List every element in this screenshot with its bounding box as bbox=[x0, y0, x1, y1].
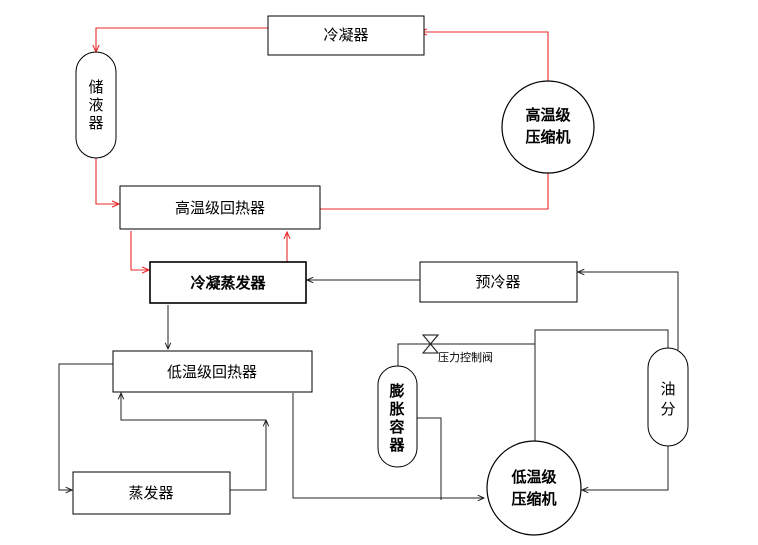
pressure-control-valve-label: 压力控制阀 bbox=[438, 350, 493, 364]
high-temp-compressor: 高温级 压缩机 bbox=[501, 80, 595, 174]
condensing-evaporator: 冷凝蒸发器 bbox=[149, 261, 307, 304]
receiver: 储 液 器 bbox=[75, 51, 117, 159]
receiver-label-line3: 器 bbox=[88, 114, 103, 132]
pipe-receiver-to-ht-regenerator bbox=[95, 158, 119, 204]
oil-separator: 油 分 bbox=[647, 347, 689, 447]
receiver-label-line2: 液 bbox=[88, 96, 103, 114]
pipe-lt-regenerator-return bbox=[121, 393, 266, 421]
condensing-evaporator-label: 冷凝蒸发器 bbox=[190, 274, 266, 292]
low-temp-compressor: 低温级 压缩机 bbox=[486, 440, 582, 536]
pipe-ht-regenerator-to-cond-evaporator bbox=[130, 231, 149, 270]
expansion-vessel-label-line2: 胀 bbox=[389, 400, 404, 418]
evaporator: 蒸发器 bbox=[72, 471, 231, 515]
pipe-lt-regenerator-to-compressor bbox=[292, 393, 484, 498]
pipe-compressor-discharge bbox=[534, 329, 669, 445]
expansion-vessel-label-line3: 容 bbox=[388, 418, 404, 436]
condenser: 冷凝器 bbox=[267, 15, 425, 56]
expansion-vessel-label-line4: 器 bbox=[388, 436, 405, 454]
condenser-label: 冷凝器 bbox=[323, 26, 368, 44]
low-temp-regenerator: 低温级回热器 bbox=[112, 350, 313, 393]
low-temp-regenerator-label: 低温级回热器 bbox=[167, 363, 257, 381]
low-temp-compressor-label-line1: 低温级 bbox=[510, 468, 557, 486]
pipe-expansion-vessel-connection bbox=[417, 417, 442, 500]
pipe-condenser-to-receiver bbox=[96, 27, 268, 52]
high-temp-regenerator: 高温级回热器 bbox=[119, 185, 321, 230]
high-temp-circuit-lines bbox=[95, 27, 549, 270]
pipe-lt-regenerator-to-evaporator bbox=[58, 363, 113, 490]
oil-separator-label-line1: 油 bbox=[660, 380, 675, 398]
high-temp-regenerator-label: 高温级回热器 bbox=[175, 199, 265, 217]
pressure-control-valve-icon bbox=[421, 334, 440, 354]
pipe-compressor-to-condenser bbox=[420, 32, 549, 90]
receiver-label-line1: 储 bbox=[88, 78, 103, 96]
oil-separator-label-line2: 分 bbox=[660, 400, 675, 418]
expansion-vessel-label-line1: 膨 bbox=[389, 382, 404, 400]
precooler: 预冷器 bbox=[419, 261, 578, 303]
pipe-pressure-valve-line bbox=[397, 343, 535, 368]
pipe-oil-separator-to-precooler bbox=[578, 272, 679, 350]
expansion-vessel: 膨 胀 容 器 bbox=[377, 365, 418, 468]
low-temp-compressor-label-line2: 压缩机 bbox=[511, 490, 556, 508]
high-temp-compressor-label-line2: 压缩机 bbox=[525, 128, 570, 146]
pipe-evaporator-to-lt-regenerator bbox=[230, 420, 266, 491]
pipe-ht-regenerator-to-compressor bbox=[320, 164, 548, 210]
precooler-label: 预冷器 bbox=[475, 273, 520, 291]
evaporator-label: 蒸发器 bbox=[128, 484, 173, 502]
low-temp-circuit-lines bbox=[58, 272, 679, 500]
pipe-oil-separator-return bbox=[582, 446, 669, 490]
high-temp-compressor-label-line1: 高温级 bbox=[525, 106, 571, 124]
